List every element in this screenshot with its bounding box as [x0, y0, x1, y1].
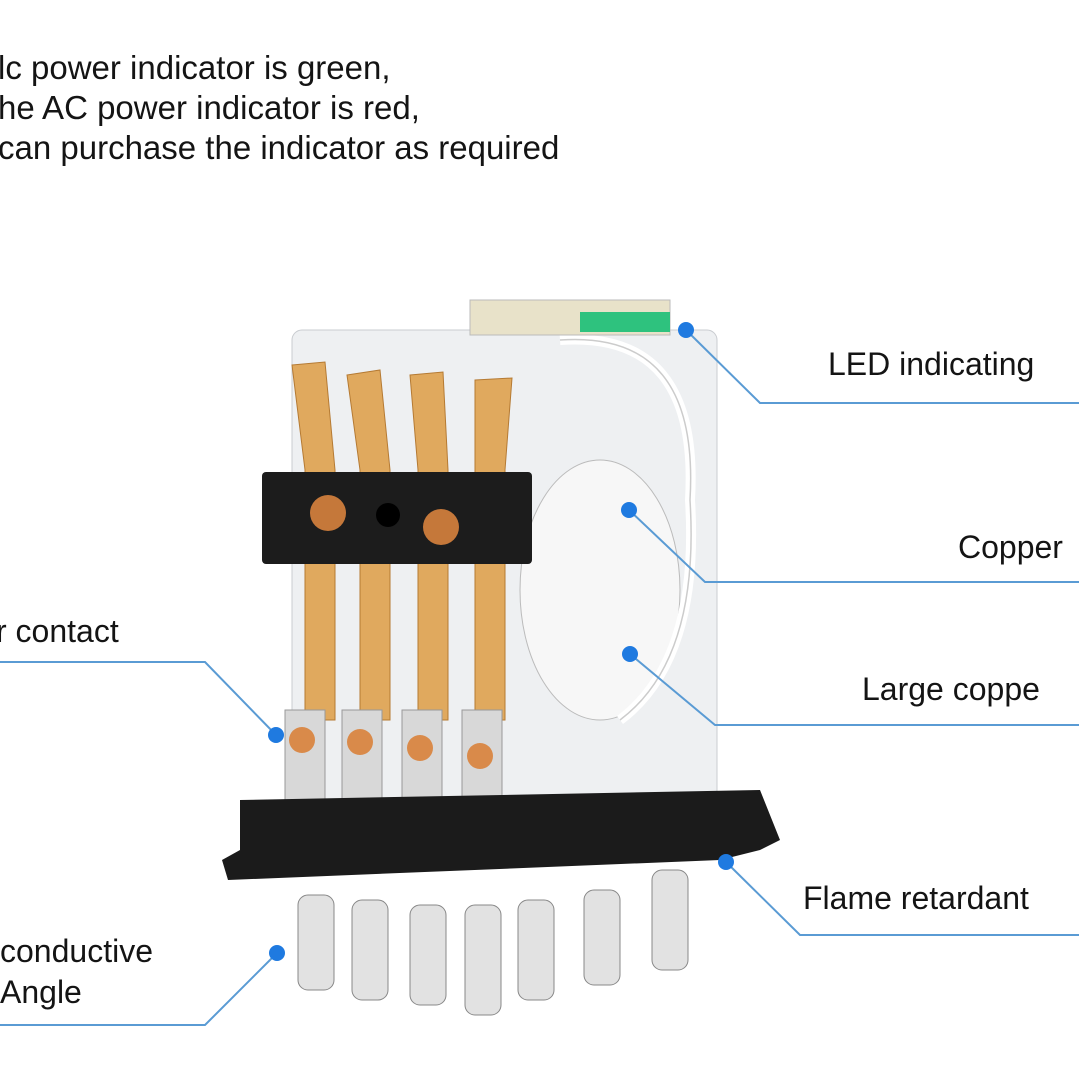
- copper-coil: [519, 459, 681, 721]
- callout-dot-conductive: [269, 945, 285, 961]
- label-conductive-1: conductive: [0, 933, 153, 969]
- callout-dot-copper: [621, 502, 637, 518]
- callout-dot-led: [678, 322, 694, 338]
- led-indicator: [580, 312, 670, 332]
- label-contact: r contact: [0, 613, 119, 649]
- callout-dot-contact: [268, 727, 284, 743]
- note-line-1: lc power indicator is green,: [0, 49, 391, 86]
- callout-dot-flame: [718, 854, 734, 870]
- label-large-copper: Large coppe: [862, 671, 1040, 707]
- label-flame: Flame retardant: [803, 880, 1029, 916]
- callout-line-copper: [628, 509, 1079, 583]
- pins: [297, 869, 689, 1016]
- callout-dot-large-copper: [622, 646, 638, 662]
- note-line-2: he AC power indicator is red,: [0, 89, 420, 126]
- flame-retardant-base: [222, 790, 780, 880]
- callout-line-flame: [725, 861, 1079, 936]
- terminals: [284, 709, 503, 811]
- label-led: LED indicating: [828, 346, 1035, 382]
- callout-line-large-copper: [629, 653, 1079, 726]
- callout-line-led: [685, 329, 1079, 404]
- label-conductive-2: Angle: [0, 974, 82, 1010]
- callout-line-contact: [0, 661, 277, 736]
- callout-line-conductive: [0, 952, 278, 1026]
- note-line-3: can purchase the indicator as required: [0, 129, 560, 166]
- label-copper: Copper: [958, 529, 1063, 565]
